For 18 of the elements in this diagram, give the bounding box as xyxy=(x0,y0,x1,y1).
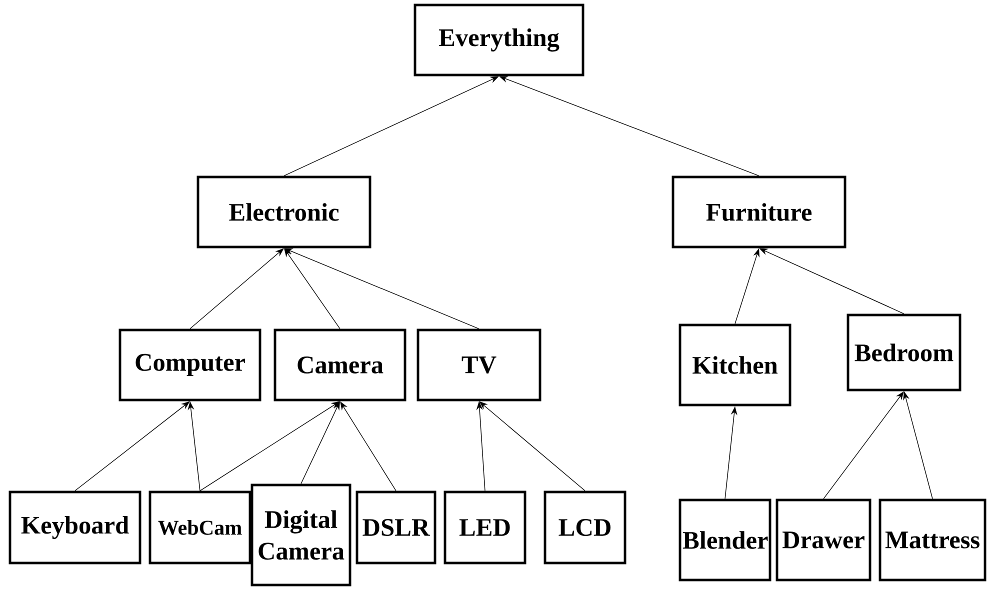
category-box: WebCam xyxy=(148,490,252,564)
category-box: Mattress xyxy=(878,498,986,582)
arrow xyxy=(200,401,340,492)
category-box: Electronic xyxy=(196,176,372,248)
category-box: Digital Camera xyxy=(250,484,352,586)
category-box: Camera xyxy=(274,328,406,402)
category-box: LED xyxy=(444,490,526,564)
category-box: Keyboard xyxy=(8,490,142,564)
category-box: Computer xyxy=(118,328,262,402)
category-box: TV xyxy=(416,328,542,402)
category-box: Bedroom xyxy=(846,314,962,392)
category-box: Kitchen xyxy=(678,324,792,406)
category-box: LCD xyxy=(544,490,626,564)
category-box: Furniture xyxy=(672,176,846,248)
category-box: Blender xyxy=(678,498,772,582)
category-box: DSLR xyxy=(356,490,436,564)
category-box: Everything xyxy=(414,4,584,76)
category-box: Drawer xyxy=(776,498,872,582)
